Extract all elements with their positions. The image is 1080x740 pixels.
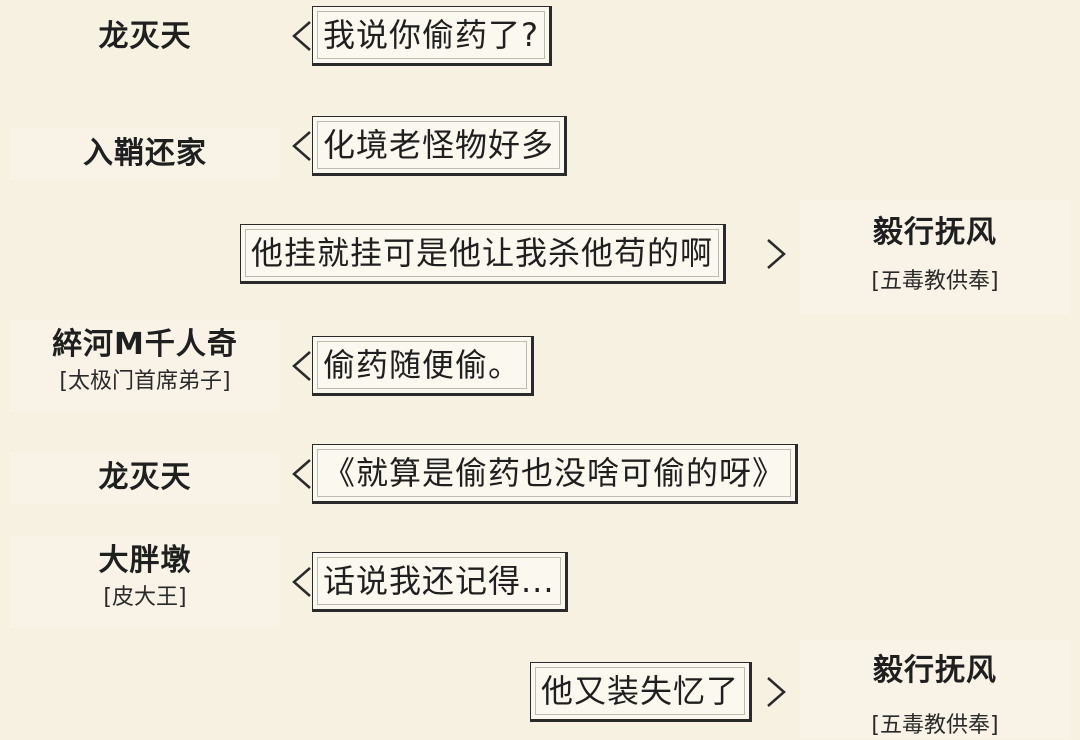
message-bubble[interactable]: 话说我还记得... bbox=[312, 552, 568, 612]
chevron-left-icon bbox=[290, 458, 314, 490]
sender-name[interactable]: 龙灭天 bbox=[98, 460, 192, 495]
chevron-left-icon bbox=[290, 20, 314, 52]
message-bubble-wrap: 偷药随便偷。 bbox=[290, 336, 535, 396]
sender-block: 大胖墩 [皮大王] bbox=[10, 536, 280, 628]
chat-message: 綷河M千人奇 [太极门首席弟子] 偷药随便偷。 bbox=[0, 320, 1080, 412]
chat-message: 毅行抚风 [五毒教供奉] 他挂就挂可是他让我杀他苟的啊 bbox=[0, 200, 1080, 316]
sender-name[interactable]: 入鞘还家 bbox=[83, 136, 207, 171]
sender-name[interactable]: 龙灭天 bbox=[98, 19, 192, 54]
chat-message: 龙灭天 《就算是偷药也没啥可偷的呀》 bbox=[0, 444, 1080, 508]
chevron-left-icon bbox=[290, 566, 314, 598]
sender-block: 毅行抚风 [五毒教供奉] bbox=[800, 640, 1070, 738]
sender-title: [皮大王] bbox=[103, 585, 187, 610]
sender-title: [五毒教供奉] bbox=[871, 713, 999, 738]
sender-title: [五毒教供奉] bbox=[871, 269, 999, 294]
message-bubble-wrap: 他挂就挂可是他让我杀他苟的啊 bbox=[240, 224, 786, 284]
message-bubble-wrap: 他又装失忆了 bbox=[530, 662, 786, 722]
message-bubble-wrap: 我说你偷药了? bbox=[290, 6, 552, 66]
chat-message: 毅行抚风 [五毒教供奉] 他又装失忆了 bbox=[0, 640, 1080, 738]
message-bubble[interactable]: 他挂就挂可是他让我杀他苟的啊 bbox=[240, 224, 727, 284]
message-bubble[interactable]: 我说你偷药了? bbox=[312, 6, 552, 66]
chat-message: 大胖墩 [皮大王] 话说我还记得... bbox=[0, 536, 1080, 628]
sender-name[interactable]: 大胖墩 bbox=[98, 543, 192, 578]
sender-block: 毅行抚风 [五毒教供奉] bbox=[800, 200, 1070, 314]
chat-message: 入鞘还家 化境老怪物好多 bbox=[0, 116, 1080, 180]
chevron-left-icon bbox=[290, 130, 314, 162]
message-bubble[interactable]: 化境老怪物好多 bbox=[312, 116, 568, 176]
sender-name[interactable]: 毅行抚风 bbox=[873, 215, 997, 250]
message-bubble-wrap: 话说我还记得... bbox=[290, 552, 568, 612]
message-bubble[interactable]: 偷药随便偷。 bbox=[312, 336, 535, 396]
sender-name[interactable]: 毅行抚风 bbox=[873, 653, 997, 688]
message-bubble[interactable]: 《就算是偷药也没啥可偷的呀》 bbox=[312, 444, 799, 504]
chat-message: 龙灭天 我说你偷药了? bbox=[0, 6, 1080, 70]
message-bubble-wrap: 《就算是偷药也没啥可偷的呀》 bbox=[290, 444, 799, 504]
chevron-left-icon bbox=[290, 350, 314, 382]
sender-name[interactable]: 綷河M千人奇 bbox=[52, 327, 238, 362]
sender-block: 入鞘还家 bbox=[10, 128, 280, 180]
sender-block: 綷河M千人奇 [太极门首席弟子] bbox=[10, 320, 280, 412]
message-bubble-wrap: 化境老怪物好多 bbox=[290, 116, 568, 176]
sender-block: 龙灭天 bbox=[10, 452, 280, 504]
sender-title: [太极门首席弟子] bbox=[59, 369, 231, 394]
message-bubble[interactable]: 他又装失忆了 bbox=[530, 662, 753, 722]
chevron-right-icon bbox=[764, 676, 788, 708]
sender-block: 龙灭天 bbox=[10, 18, 280, 56]
chevron-right-icon bbox=[764, 238, 788, 270]
